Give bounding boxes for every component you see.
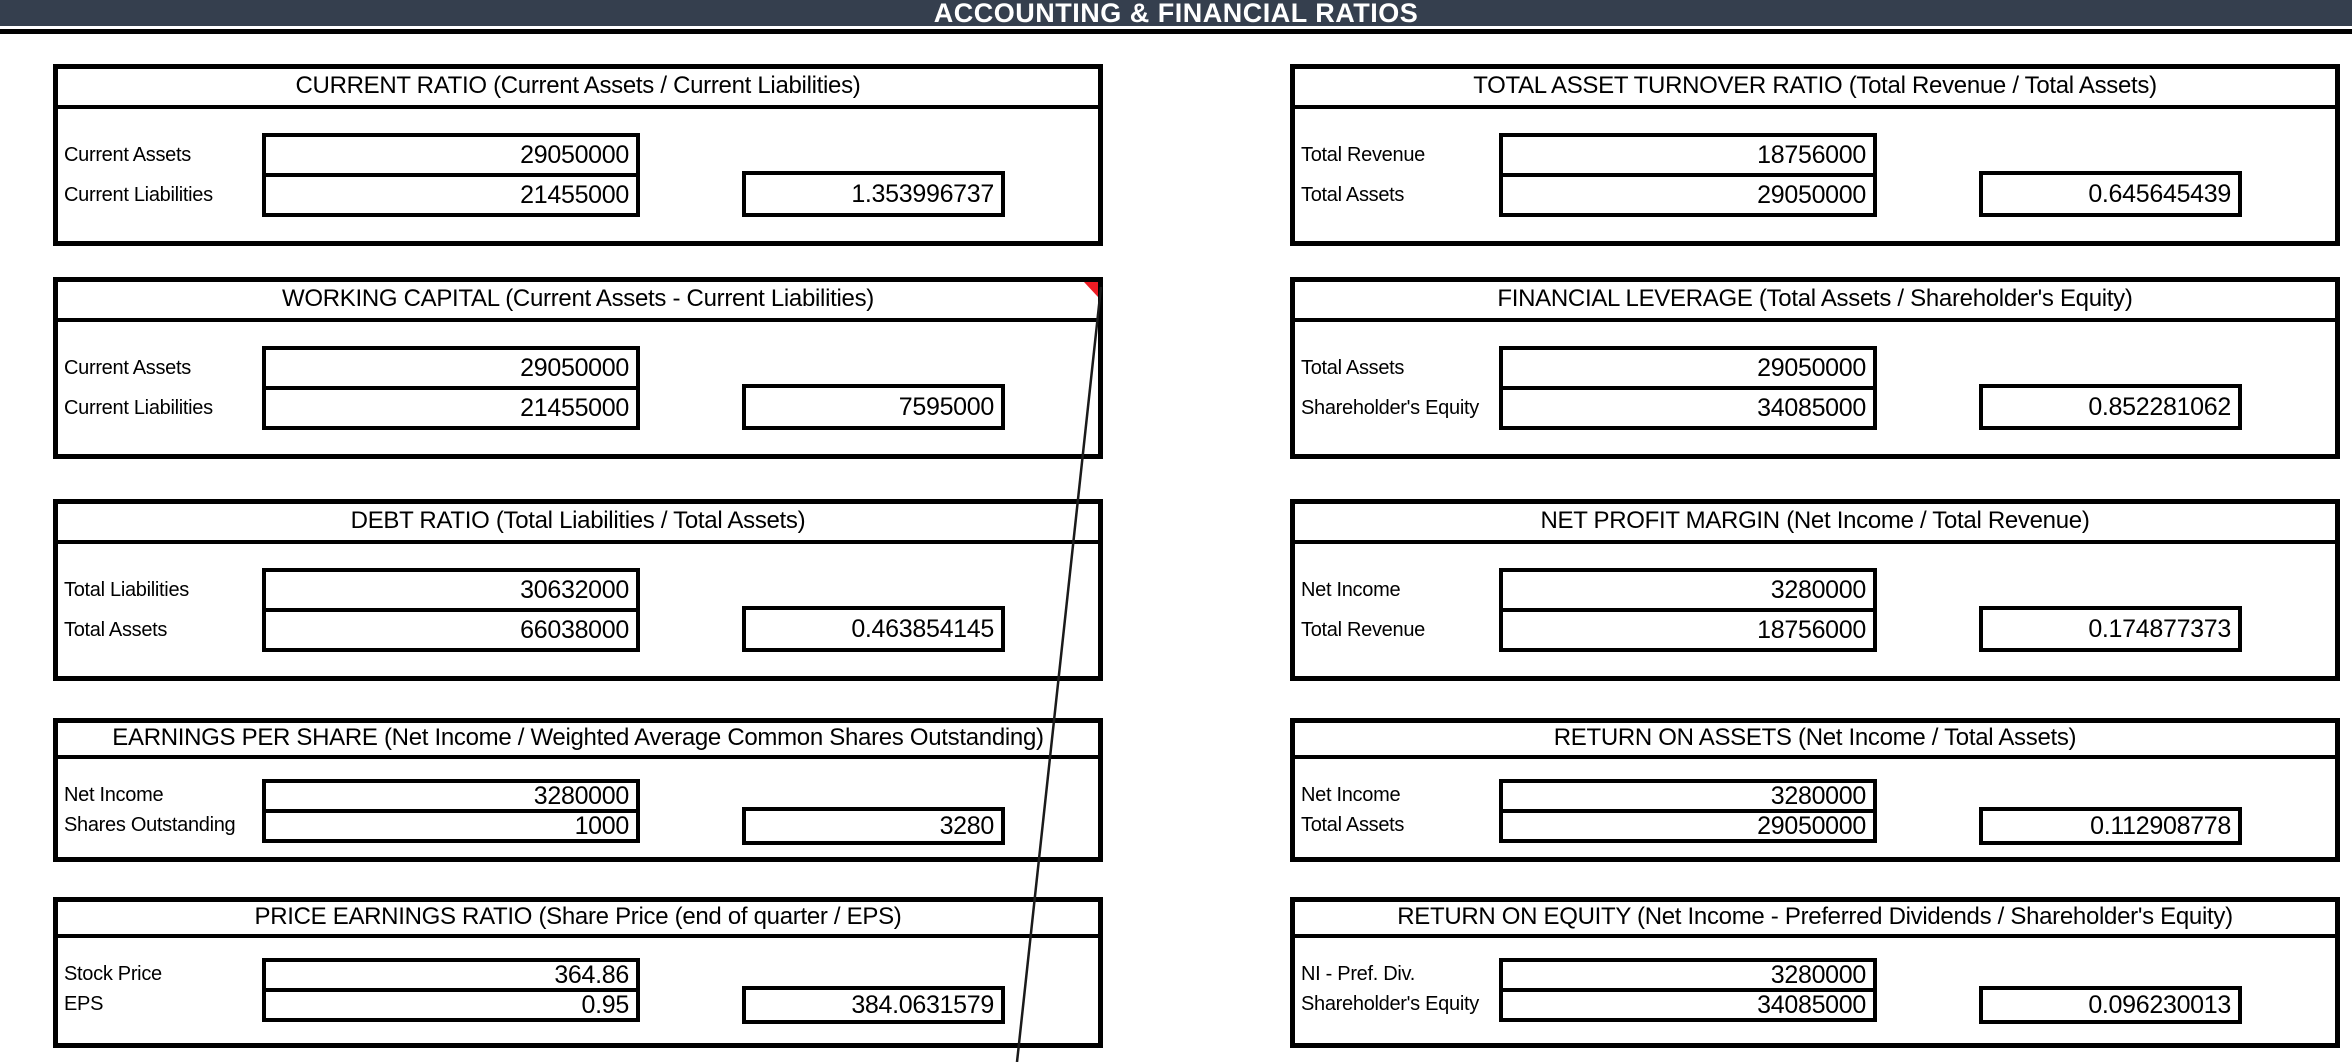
ratio-box-body: Total Assets 29050000 Shareholder's Equi… xyxy=(1295,322,2335,454)
input-label: Total Assets xyxy=(1301,184,1405,206)
input-cell[interactable]: 3280000 xyxy=(1499,958,1877,992)
input-label: Net Income xyxy=(64,784,164,806)
input-label: Stock Price xyxy=(64,963,162,985)
title-divider-rule xyxy=(0,29,2352,34)
input-cell[interactable]: 66038000 xyxy=(262,608,640,652)
input-label: Total Revenue xyxy=(1301,144,1425,166)
ratio-box-return-on-assets: RETURN ON ASSETS (Net Income / Total Ass… xyxy=(1290,718,2340,862)
input-label: Net Income xyxy=(1301,579,1401,601)
input-label: Shares Outstanding xyxy=(64,814,236,836)
input-cell[interactable]: 29050000 xyxy=(1499,346,1877,390)
input-cell[interactable]: 3280000 xyxy=(1499,779,1877,813)
ratio-box-title: WORKING CAPITAL (Current Assets - Curren… xyxy=(58,282,1098,322)
ratio-box-body: Current Assets 29050000 Current Liabilit… xyxy=(58,322,1098,454)
ratio-box-title: CURRENT RATIO (Current Assets / Current … xyxy=(58,69,1098,109)
ratio-box-body: Net Income 3280000 Total Assets 29050000… xyxy=(1295,759,2335,857)
input-label: Total Assets xyxy=(1301,814,1405,836)
input-cell[interactable]: 29050000 xyxy=(1499,809,1877,843)
ratio-box-earnings-per-share: EARNINGS PER SHARE (Net Income / Weighte… xyxy=(53,718,1103,862)
input-cell[interactable]: 0.95 xyxy=(262,988,640,1022)
result-cell[interactable]: 3280 xyxy=(742,807,1005,845)
ratio-box-body: Total Liabilities 30632000 Total Assets … xyxy=(58,544,1098,676)
input-cell[interactable]: 364.86 xyxy=(262,958,640,992)
ratio-box-title: RETURN ON EQUITY (Net Income - Preferred… xyxy=(1295,902,2335,938)
ratio-box-title: DEBT RATIO (Total Liabilities / Total As… xyxy=(58,504,1098,544)
input-label: Net Income xyxy=(1301,784,1401,806)
input-cell[interactable]: 18756000 xyxy=(1499,133,1877,177)
ratio-box-body: Net Income 3280000 Shares Outstanding 10… xyxy=(58,759,1098,857)
input-label: Current Assets xyxy=(64,357,191,379)
ratio-box-total-asset-turnover: TOTAL ASSET TURNOVER RATIO (Total Revenu… xyxy=(1290,64,2340,246)
input-label: Total Assets xyxy=(64,619,168,641)
ratio-box-price-earnings-ratio: PRICE EARNINGS RATIO (Share Price (end o… xyxy=(53,897,1103,1048)
input-label: Shareholder's Equity xyxy=(1301,397,1479,419)
input-cell[interactable]: 3280000 xyxy=(262,779,640,813)
ratio-box-body: NI - Pref. Div. 3280000 Shareholder's Eq… xyxy=(1295,938,2335,1043)
ratio-box-net-profit-margin: NET PROFIT MARGIN (Net Income / Total Re… xyxy=(1290,499,2340,681)
result-cell[interactable]: 0.112908778 xyxy=(1979,807,2242,845)
input-cell[interactable]: 18756000 xyxy=(1499,608,1877,652)
input-cell[interactable]: 1000 xyxy=(262,809,640,843)
input-label: Total Liabilities xyxy=(64,579,189,601)
input-label: EPS xyxy=(64,993,104,1015)
ratio-box-debt-ratio: DEBT RATIO (Total Liabilities / Total As… xyxy=(53,499,1103,681)
input-cell[interactable]: 30632000 xyxy=(262,568,640,612)
ratio-box-title: FINANCIAL LEVERAGE (Total Assets / Share… xyxy=(1295,282,2335,322)
ratio-box-title: PRICE EARNINGS RATIO (Share Price (end o… xyxy=(58,902,1098,938)
result-cell[interactable]: 0.096230013 xyxy=(1979,986,2242,1024)
input-cell[interactable]: 3280000 xyxy=(1499,568,1877,612)
ratio-box-title: NET PROFIT MARGIN (Net Income / Total Re… xyxy=(1295,504,2335,544)
input-cell[interactable]: 29050000 xyxy=(262,346,640,390)
result-cell[interactable]: 0.463854145 xyxy=(742,606,1005,652)
ratio-box-title: TOTAL ASSET TURNOVER RATIO (Total Revenu… xyxy=(1295,69,2335,109)
ratio-box-body: Total Revenue 18756000 Total Assets 2905… xyxy=(1295,109,2335,241)
input-label: NI - Pref. Div. xyxy=(1301,963,1416,985)
result-cell[interactable]: 384.0631579 xyxy=(742,986,1005,1024)
input-cell[interactable]: 34085000 xyxy=(1499,386,1877,430)
input-label: Current Liabilities xyxy=(64,184,213,206)
input-cell[interactable]: 29050000 xyxy=(262,133,640,177)
result-cell[interactable]: 0.645645439 xyxy=(1979,171,2242,217)
input-label: Shareholder's Equity xyxy=(1301,993,1479,1015)
result-cell[interactable]: 0.174877373 xyxy=(1979,606,2242,652)
ratio-box-body: Net Income 3280000 Total Revenue 1875600… xyxy=(1295,544,2335,676)
ratio-box-body: Current Assets 29050000 Current Liabilit… xyxy=(58,109,1098,241)
ratio-box-financial-leverage: FINANCIAL LEVERAGE (Total Assets / Share… xyxy=(1290,277,2340,459)
result-cell[interactable]: 1.353996737 xyxy=(742,171,1005,217)
page-title: ACCOUNTING & FINANCIAL RATIOS xyxy=(0,0,2352,26)
ratio-box-working-capital: WORKING CAPITAL (Current Assets - Curren… xyxy=(53,277,1103,459)
input-label: Total Revenue xyxy=(1301,619,1425,641)
ratio-box-title: EARNINGS PER SHARE (Net Income / Weighte… xyxy=(58,723,1098,759)
result-cell[interactable]: 0.852281062 xyxy=(1979,384,2242,430)
input-cell[interactable]: 34085000 xyxy=(1499,988,1877,1022)
input-label: Total Assets xyxy=(1301,357,1405,379)
input-cell[interactable]: 21455000 xyxy=(262,173,640,217)
input-label: Current Assets xyxy=(64,144,191,166)
ratio-box-body: Stock Price 364.86 EPS 0.95 384.0631579 xyxy=(58,938,1098,1043)
input-cell[interactable]: 21455000 xyxy=(262,386,640,430)
result-cell[interactable]: 7595000 xyxy=(742,384,1005,430)
ratio-box-title: RETURN ON ASSETS (Net Income / Total Ass… xyxy=(1295,723,2335,759)
input-label: Current Liabilities xyxy=(64,397,213,419)
input-cell[interactable]: 29050000 xyxy=(1499,173,1877,217)
ratio-box-current-ratio: CURRENT RATIO (Current Assets / Current … xyxy=(53,64,1103,246)
ratio-box-return-on-equity: RETURN ON EQUITY (Net Income - Preferred… xyxy=(1290,897,2340,1048)
